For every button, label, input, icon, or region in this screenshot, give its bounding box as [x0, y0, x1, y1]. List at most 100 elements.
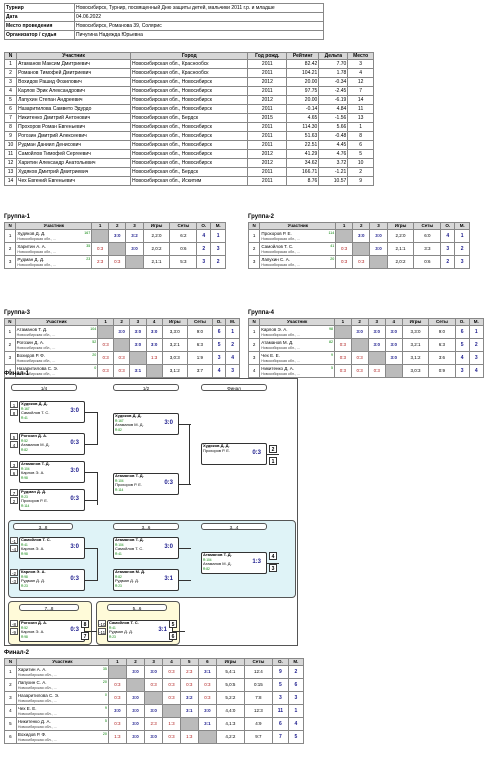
match-score: 3:0 [150, 708, 157, 714]
seed-box: -8 [10, 620, 18, 627]
rating-value: 35 [86, 244, 91, 249]
row-number: 1 [4, 665, 17, 679]
group-header-cell: 3 [369, 222, 388, 230]
participant-name: Атаманов Т. Д. [16, 327, 48, 333]
score-cell: 3:0 [144, 665, 164, 679]
score-cell: 2:3 [144, 717, 164, 731]
player-cell: 2011 [247, 68, 288, 78]
player-cell: Романов Тимофей Дмитриевич [16, 68, 132, 78]
stat-cell: 12:4 [243, 665, 273, 679]
match-score: 2:3 [97, 259, 104, 265]
score-cell: 3:0 [369, 242, 388, 256]
group-3-title: Группа-3 [4, 310, 31, 316]
match-score: 0:3 [341, 259, 348, 265]
player-cell: 166.71 [286, 167, 320, 177]
score-cell: 3:1 [129, 364, 147, 378]
player-cell: Вохидов Рашид Фозилович [16, 77, 132, 87]
player-cell: Новосибирская обл., Новосибирск [130, 158, 249, 168]
match-score: 3:0 [357, 233, 365, 239]
sec-label-5-6: 5...6 [107, 604, 167, 611]
player-cell: Никитенко Дмитрий Антонович [16, 113, 132, 123]
group-header-cell: Участник [15, 222, 93, 230]
stat-cell: 2,1:1 [142, 255, 171, 269]
group-header-cell: М. [210, 222, 226, 230]
player-b: Атаманов М. Д. [115, 422, 144, 428]
score-cell: 3:0 [352, 229, 371, 243]
stat-cell: 3,2:1 [161, 338, 188, 352]
player-a: Самойлов Т. С. [21, 537, 51, 542]
score-cell: 0:3 [197, 691, 217, 705]
score-cell: 3:0 [125, 704, 146, 718]
score-cell: 3:0 [384, 325, 403, 339]
place-box: 3 [269, 564, 277, 572]
stat-cell: 6:0 [413, 229, 442, 243]
score-cell: 3:0 [129, 325, 147, 339]
group-header-cell: 3 [144, 658, 164, 666]
rating-b: R:82 [115, 427, 122, 432]
seed-box: 2 [10, 497, 18, 504]
score-cell: 3:0 [145, 338, 163, 352]
match-score: 3:0 [134, 342, 142, 348]
match-score: 0:3 [118, 368, 125, 374]
score-cell: 0:3 [108, 255, 127, 269]
points-cell: 4 [440, 229, 456, 243]
match-score: 3:2 [131, 233, 138, 239]
match-score: 3:0 [390, 342, 398, 348]
player-cell: Атаманов Максим Дмитриевич [16, 59, 132, 69]
place-cell: 5 [287, 730, 305, 744]
connector-line [85, 500, 97, 501]
player-cell: 2012 [247, 95, 288, 105]
player-cell: -0.14 [286, 104, 320, 114]
score-cell: 3:0 [125, 242, 144, 256]
player-cell: Лапухин Степан Андреевич [16, 95, 132, 105]
score-cell: 3:0 [350, 325, 369, 339]
player-a: Худяков Д. Д. [203, 443, 230, 448]
participant-name: Лапухин С. А. [17, 680, 47, 686]
place-cell: 2 [210, 255, 226, 269]
place-box: 6 [169, 632, 177, 640]
match-score: 3:0 [150, 329, 158, 335]
player-cell: 13 [347, 113, 374, 123]
player-list-header: Место [347, 52, 374, 60]
score-cell: 3:0 [125, 730, 146, 744]
group-header-cell: О. [454, 318, 470, 326]
match-score: 0:3 [358, 259, 365, 265]
rating-value: 20 [102, 680, 107, 685]
match-score: 1:3 [186, 734, 193, 740]
player-cell: 2011 [247, 176, 288, 186]
group-2-title: Группа-2 [248, 214, 275, 220]
self-cell [384, 364, 403, 378]
place-cell: 3 [454, 255, 470, 269]
self-cell [125, 678, 146, 692]
player-cell: 1 [3, 59, 18, 69]
score-cell: 0:3 [107, 691, 127, 705]
score-cell: 3:0 [384, 351, 403, 365]
player-cell: Чех Евгений Евгеньевич [16, 176, 132, 186]
match-score: 2:3 [186, 669, 193, 675]
group-header-cell: 2 [113, 318, 131, 326]
player-cell: 97.75 [286, 86, 320, 96]
score-cell: 3:0 [108, 229, 127, 243]
stat-cell: 3:6 [428, 351, 456, 365]
participant-region: Новосибирская обл., ... [16, 332, 56, 337]
rating-value: 20 [92, 353, 97, 358]
participant-name: Чех Е. Е. [261, 353, 280, 359]
stat-cell: 4:9 [243, 717, 273, 731]
info-value: Пичугина Надежда Юрьевна [74, 30, 324, 40]
row-number: 2 [4, 338, 16, 352]
player-cell: 11 [347, 104, 374, 114]
